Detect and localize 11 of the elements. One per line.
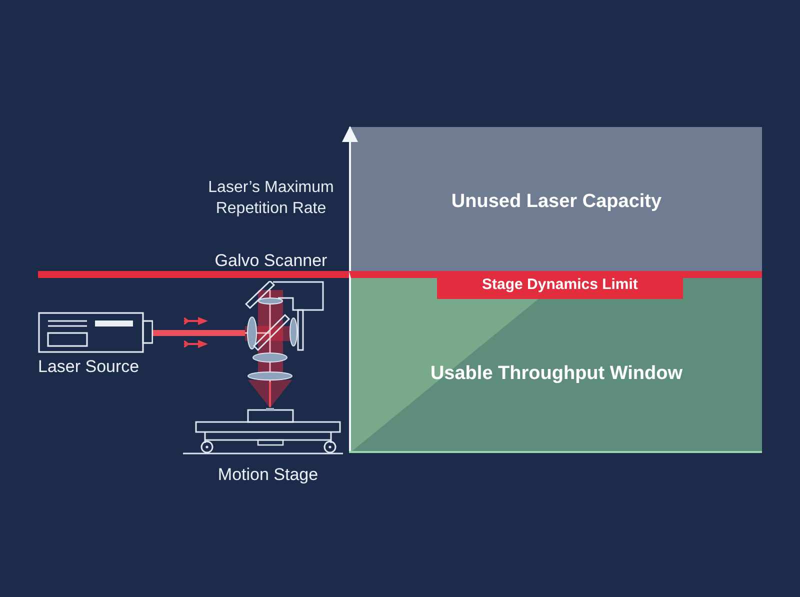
- capacity-region: [349, 127, 762, 271]
- laser-beam: [269, 382, 271, 407]
- node-caption: Galvo Scanner: [214, 251, 328, 270]
- axis-label: Laser’s Maximum Repetition Rate: [207, 178, 335, 219]
- laser-beam: [153, 330, 245, 336]
- device-caption: Motion Stage: [216, 465, 320, 485]
- galvo-scanner-drawing: [245, 281, 325, 382]
- region-title: Usable Throughput Window: [430, 362, 683, 386]
- region-title: Unused Laser Capacity: [451, 190, 662, 214]
- device-caption: Laser Source: [38, 357, 140, 377]
- throughput-region: [349, 271, 762, 452]
